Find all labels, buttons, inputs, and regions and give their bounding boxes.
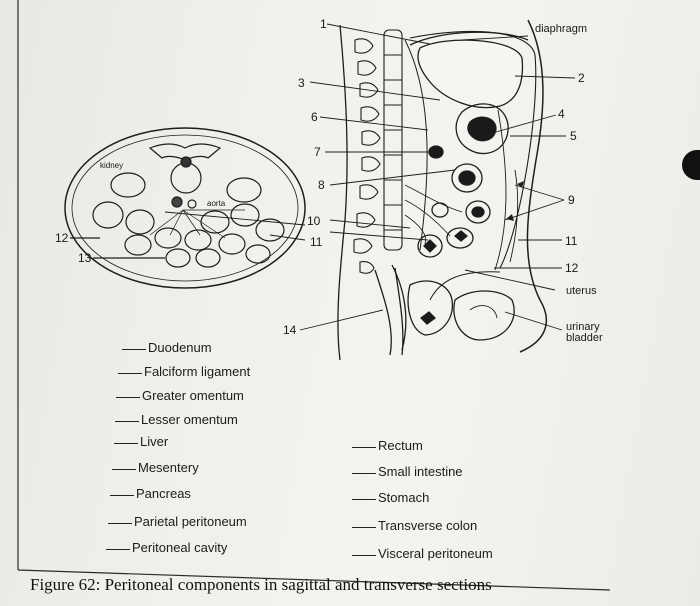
num-11-right: 11 — [565, 234, 578, 248]
term-peritoneal-cavity: Peritoneal cavity — [106, 540, 227, 556]
spinal-cord — [180, 156, 192, 168]
term-text: Falciform ligament — [144, 364, 251, 379]
label-uterus: uterus — [566, 285, 597, 297]
term-text: Rectum — [378, 438, 423, 453]
term-rectum: Rectum — [352, 438, 423, 454]
leader-6 — [319, 116, 429, 131]
liver-shape — [417, 39, 524, 109]
leader-9a — [514, 184, 565, 201]
vena-cava-shape — [187, 199, 197, 209]
term-text: Parietal peritoneum — [134, 514, 247, 529]
back-outline — [337, 24, 348, 361]
term-visceral-peritoneum: Visceral peritoneum — [352, 546, 493, 562]
num-10: 10 — [307, 214, 321, 228]
left-kidney — [110, 172, 146, 198]
leader-bladder — [504, 311, 563, 331]
term-text: Lesser omentum — [141, 412, 238, 427]
term-lesser-omentum: Lesser omentum — [115, 412, 238, 428]
num-6: 6 — [311, 110, 318, 124]
leader-1 — [326, 23, 431, 45]
leader-4 — [495, 114, 557, 133]
term-text: Small intestine — [378, 464, 463, 479]
term-transverse-colon: Transverse colon — [352, 518, 477, 534]
transverse-section — [64, 127, 306, 289]
leader-diaphragm — [461, 35, 529, 41]
leader-10 — [329, 219, 411, 229]
uterus-shape — [407, 280, 453, 336]
page-bottom-border — [17, 569, 611, 591]
label-bladder: bladder — [566, 332, 603, 344]
leader-2 — [514, 75, 576, 79]
term-greater-omentum: Greater omentum — [116, 388, 244, 404]
num-12-left: 12 — [55, 231, 69, 245]
term-text: Pancreas — [136, 486, 191, 501]
label-kidney: kidney — [100, 161, 123, 170]
term-text: Visceral peritoneum — [378, 546, 493, 561]
leader-11-transverse — [269, 234, 306, 241]
term-pancreas: Pancreas — [110, 486, 191, 502]
num-11-left: 11 — [310, 235, 323, 249]
stomach-lumen — [467, 116, 497, 142]
term-duodenum: Duodenum — [122, 340, 212, 356]
transverse-body-outline — [64, 127, 306, 289]
term-text: Greater omentum — [142, 388, 244, 403]
term-mesentery: Mesentery — [112, 460, 199, 476]
page-edge-shadow — [682, 150, 700, 180]
leader-9b — [504, 199, 565, 221]
term-falciform-ligament: Falciform ligament — [118, 364, 250, 380]
label-urinary: urinary — [566, 321, 600, 333]
term-text: Mesentery — [138, 460, 199, 475]
aorta-shape — [171, 196, 183, 208]
transverse-inner-outline — [71, 134, 299, 282]
num-9: 9 — [568, 193, 575, 207]
vertebra-process — [148, 143, 222, 161]
term-text: Peritoneal cavity — [132, 540, 228, 555]
leader-uterus — [464, 269, 556, 291]
leader-11a — [329, 231, 429, 241]
right-kidney — [226, 177, 262, 203]
num-3: 3 — [298, 76, 305, 90]
bladder-shape — [453, 290, 515, 341]
term-stomach: Stomach — [352, 490, 429, 506]
num-5: 5 — [570, 129, 577, 143]
label-diaphragm: diaphragm — [535, 23, 587, 35]
term-text: Transverse colon — [378, 518, 478, 533]
term-text: Liver — [140, 434, 169, 449]
term-small-intestine: Small intestine — [352, 464, 463, 480]
leader-10-transverse — [164, 211, 306, 226]
duodenum-shape — [428, 145, 444, 159]
num-1: 1 — [320, 17, 327, 31]
figure-caption: Figure 62: Peritoneal components in sagi… — [30, 575, 492, 594]
mesentery-lines — [404, 184, 463, 245]
term-text: Stomach — [378, 490, 430, 505]
num-7: 7 — [314, 145, 321, 159]
num-8: 8 — [318, 178, 325, 192]
rectum-shape — [394, 267, 404, 356]
stomach-shape — [455, 103, 509, 155]
num-14: 14 — [283, 323, 297, 337]
term-text: Duodenum — [148, 340, 212, 355]
label-aorta: aorta — [207, 199, 226, 208]
term-parietal-peritoneum: Parietal peritoneum — [108, 514, 247, 530]
leader-8 — [329, 169, 456, 186]
leader-14 — [299, 309, 384, 331]
num-12-right: 12 — [565, 261, 579, 275]
num-4: 4 — [558, 107, 565, 121]
num-13: 13 — [78, 251, 92, 265]
sagittal-section — [299, 19, 576, 361]
transverse-colon-shape — [451, 163, 483, 193]
small-intestine-loop — [465, 200, 491, 224]
leader-3 — [309, 81, 441, 101]
num-2: 2 — [578, 71, 585, 85]
term-liver: Liver — [114, 434, 168, 450]
